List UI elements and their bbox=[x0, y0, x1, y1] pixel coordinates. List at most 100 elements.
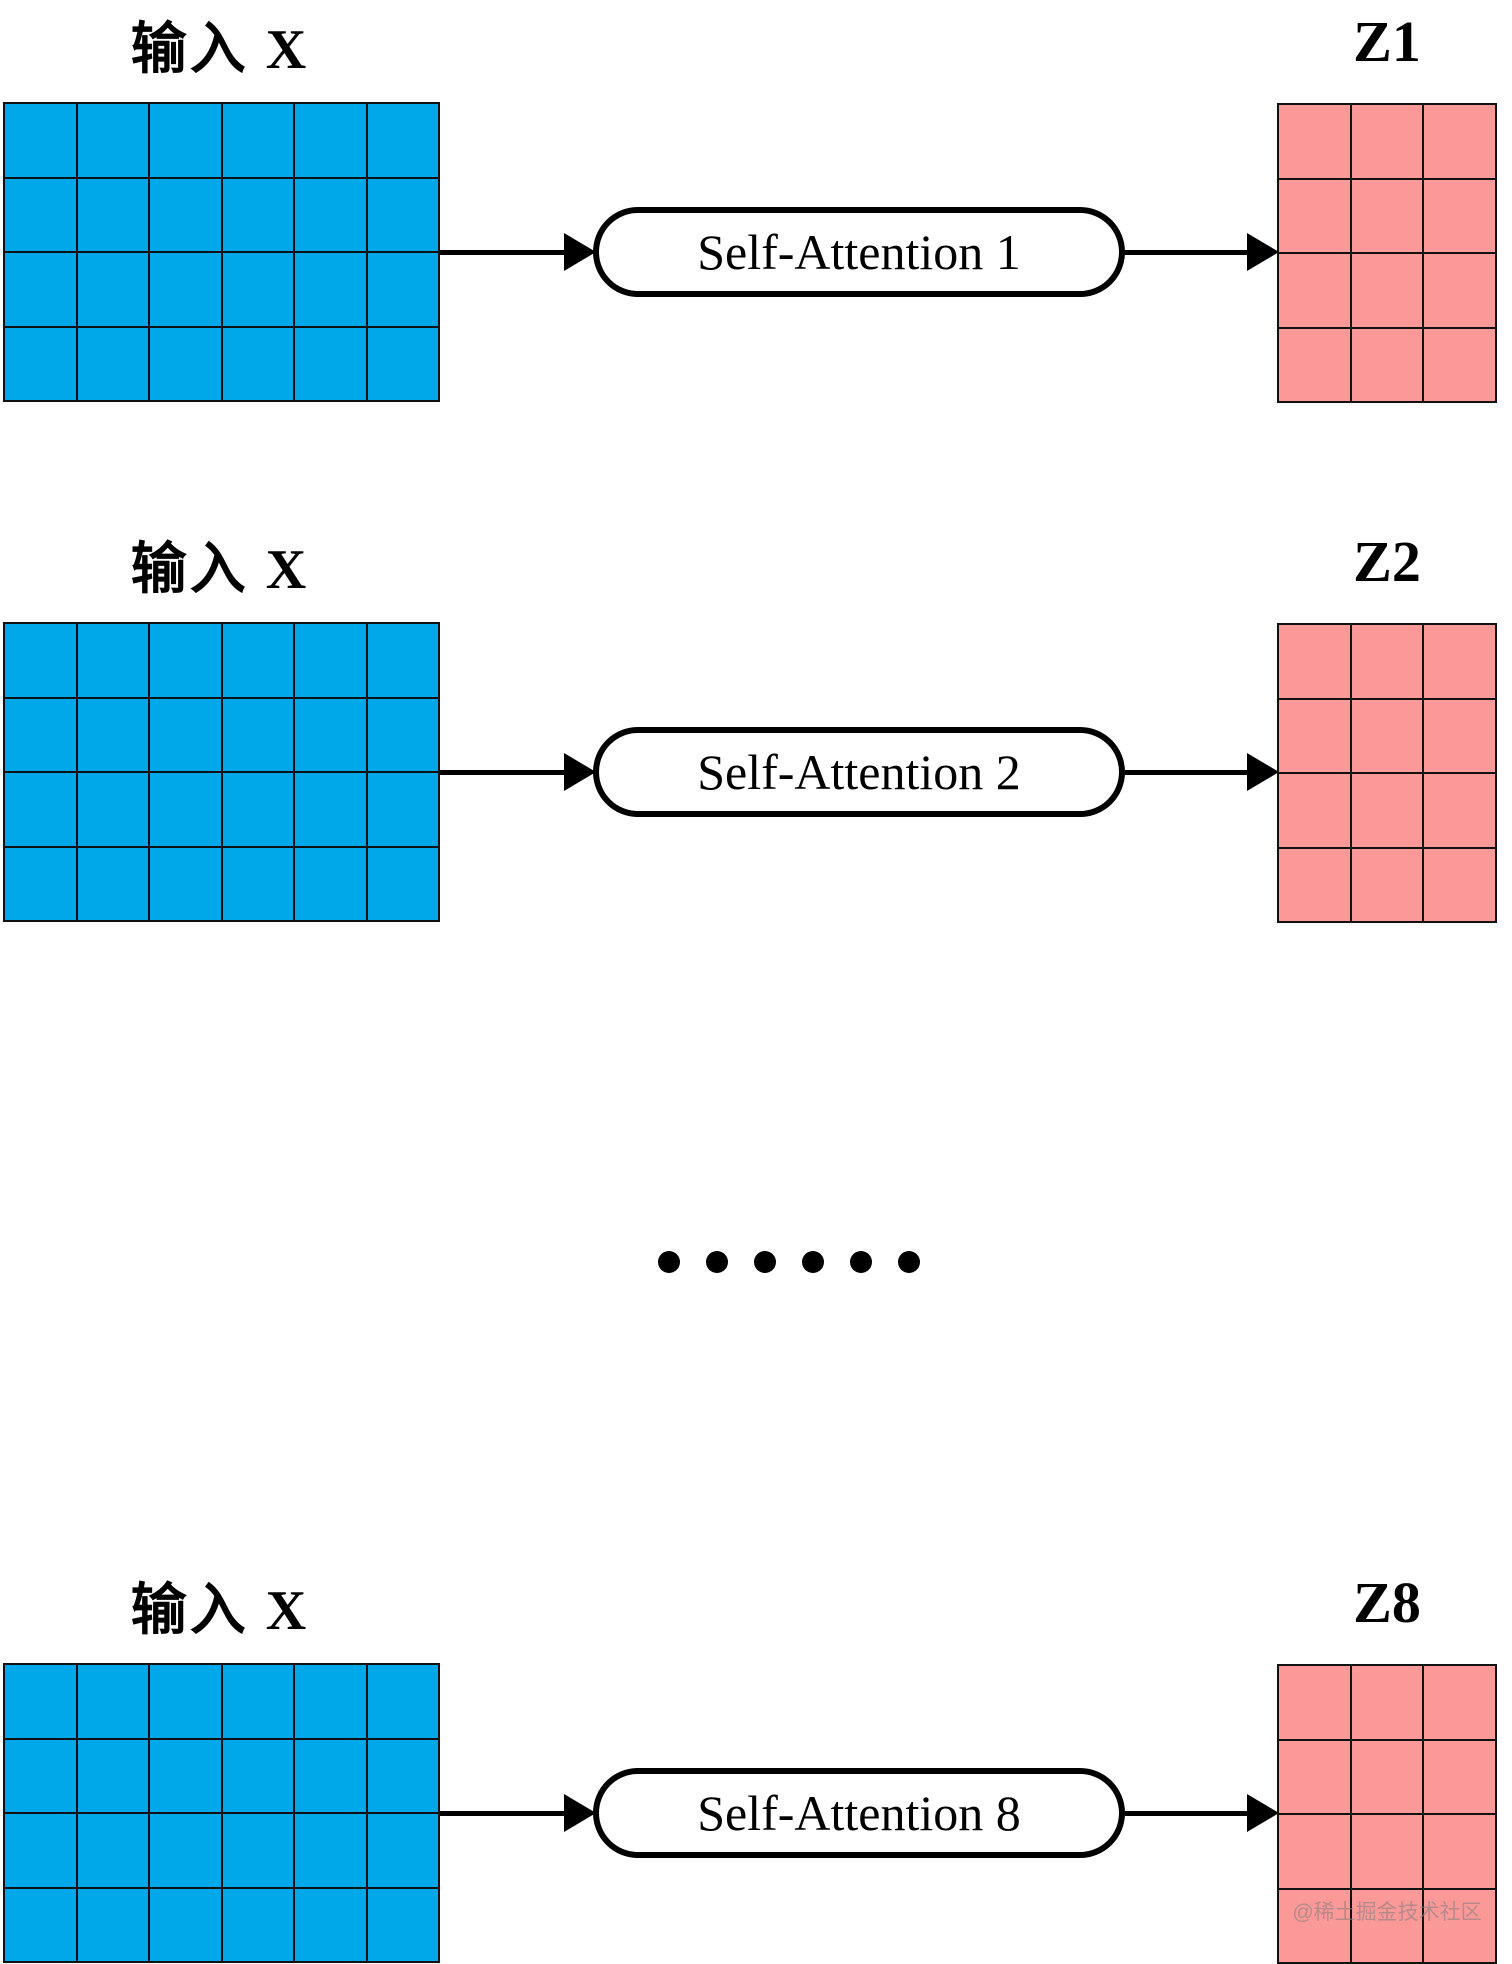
matrix-cell bbox=[221, 1887, 294, 1962]
matrix-cell bbox=[4, 623, 77, 698]
self-attention-block-8: Self-Attention 8 bbox=[593, 1768, 1125, 1858]
arrowhead-icon bbox=[1247, 1794, 1279, 1832]
matrix-cell bbox=[221, 697, 294, 772]
matrix-cell bbox=[1278, 624, 1351, 699]
matrix-cell bbox=[366, 1813, 439, 1888]
matrix-cell bbox=[149, 623, 222, 698]
matrix-cell bbox=[76, 772, 149, 847]
matrix-cell bbox=[294, 1664, 367, 1739]
matrix-cell bbox=[149, 1738, 222, 1813]
matrix-cell bbox=[221, 1664, 294, 1739]
matrix-cell bbox=[149, 846, 222, 921]
matrix-cell bbox=[294, 1813, 367, 1888]
matrix-cell bbox=[1278, 253, 1351, 328]
matrix-cell bbox=[221, 772, 294, 847]
matrix-cell bbox=[294, 177, 367, 252]
arrowhead-icon bbox=[564, 753, 596, 791]
matrix-cell bbox=[149, 1664, 222, 1739]
matrix-cell bbox=[1423, 1888, 1496, 1963]
arrow-line bbox=[440, 249, 564, 255]
matrix-cell bbox=[1278, 327, 1351, 402]
matrix-cell bbox=[76, 1887, 149, 1962]
ellipsis-dot bbox=[802, 1251, 824, 1273]
matrix-cell bbox=[4, 697, 77, 772]
matrix-cell bbox=[1278, 178, 1351, 253]
matrix-cell bbox=[1278, 1888, 1351, 1963]
arrow-line bbox=[1125, 249, 1247, 255]
matrix-cell bbox=[1350, 1814, 1424, 1889]
matrix-cell bbox=[76, 1664, 149, 1739]
matrix-cell bbox=[1278, 104, 1351, 179]
matrix-cell bbox=[4, 326, 77, 401]
matrix-cell bbox=[1423, 1739, 1496, 1814]
output-matrix-label: Z2 bbox=[1353, 529, 1421, 594]
ellipsis-dot bbox=[850, 1251, 872, 1273]
matrix-cell bbox=[149, 177, 222, 252]
input-matrix-grid bbox=[3, 1663, 440, 1963]
matrix-cell bbox=[1423, 773, 1496, 848]
matrix-cell bbox=[221, 1813, 294, 1888]
matrix-cell bbox=[149, 697, 222, 772]
input-matrix-label: 输入 X bbox=[130, 19, 310, 81]
matrix-cell bbox=[4, 1887, 77, 1962]
arrowhead-icon bbox=[1247, 753, 1279, 791]
self-attention-block-2: Self-Attention 2 bbox=[593, 727, 1125, 817]
matrix-cell bbox=[221, 103, 294, 178]
matrix-cell bbox=[149, 772, 222, 847]
matrix-cell bbox=[4, 1813, 77, 1888]
matrix-cell bbox=[76, 1738, 149, 1813]
matrix-cell bbox=[1278, 698, 1351, 773]
matrix-cell bbox=[76, 326, 149, 401]
matrix-cell bbox=[221, 177, 294, 252]
matrix-cell bbox=[294, 697, 367, 772]
matrix-cell bbox=[149, 1887, 222, 1962]
matrix-cell bbox=[366, 846, 439, 921]
output-matrix-grid bbox=[1277, 103, 1497, 403]
arrow-line bbox=[440, 769, 564, 775]
matrix-cell bbox=[76, 623, 149, 698]
matrix-cell bbox=[149, 252, 222, 327]
arrow-attention-to-output bbox=[1125, 753, 1279, 791]
matrix-cell bbox=[221, 326, 294, 401]
matrix-cell bbox=[366, 1664, 439, 1739]
output-matrix-grid bbox=[1277, 623, 1497, 923]
ellipsis-dots bbox=[658, 1251, 920, 1273]
matrix-cell bbox=[1350, 253, 1424, 328]
matrix-cell bbox=[366, 103, 439, 178]
matrix-cell bbox=[366, 697, 439, 772]
arrow-attention-to-output bbox=[1125, 233, 1279, 271]
ellipsis-dot bbox=[658, 1251, 680, 1273]
matrix-cell bbox=[4, 103, 77, 178]
watermark-text: @稀土掘金技术社区 bbox=[1292, 1901, 1482, 1924]
attention-head-row-1: 输入 X Self-Attention 1 Z1 bbox=[0, 0, 1512, 420]
matrix-cell bbox=[221, 623, 294, 698]
matrix-cell bbox=[366, 1738, 439, 1813]
matrix-cell bbox=[1423, 624, 1496, 699]
input-matrix-grid bbox=[3, 622, 440, 922]
matrix-cell bbox=[221, 1738, 294, 1813]
matrix-cell bbox=[4, 846, 77, 921]
matrix-cell bbox=[294, 772, 367, 847]
matrix-cell bbox=[366, 326, 439, 401]
ellipsis-dot bbox=[706, 1251, 728, 1273]
matrix-cell bbox=[294, 1887, 367, 1962]
matrix-cell bbox=[1278, 1665, 1351, 1740]
input-matrix-label: 输入 X bbox=[130, 1580, 310, 1642]
input-matrix-label: 输入 X bbox=[130, 539, 310, 601]
arrow-line bbox=[1125, 769, 1247, 775]
matrix-cell bbox=[1350, 178, 1424, 253]
matrix-cell bbox=[1350, 104, 1424, 179]
matrix-cell bbox=[1278, 773, 1351, 848]
matrix-cell bbox=[76, 252, 149, 327]
matrix-cell bbox=[4, 252, 77, 327]
matrix-cell bbox=[1423, 1665, 1496, 1740]
matrix-cell bbox=[294, 252, 367, 327]
matrix-cell bbox=[1350, 1665, 1424, 1740]
ellipsis-dot bbox=[754, 1251, 776, 1273]
arrow-input-to-attention bbox=[440, 233, 596, 271]
output-matrix-label: Z1 bbox=[1353, 9, 1421, 74]
matrix-cell bbox=[76, 177, 149, 252]
output-matrix-label: Z8 bbox=[1353, 1570, 1421, 1635]
arrow-line bbox=[1125, 1810, 1247, 1816]
